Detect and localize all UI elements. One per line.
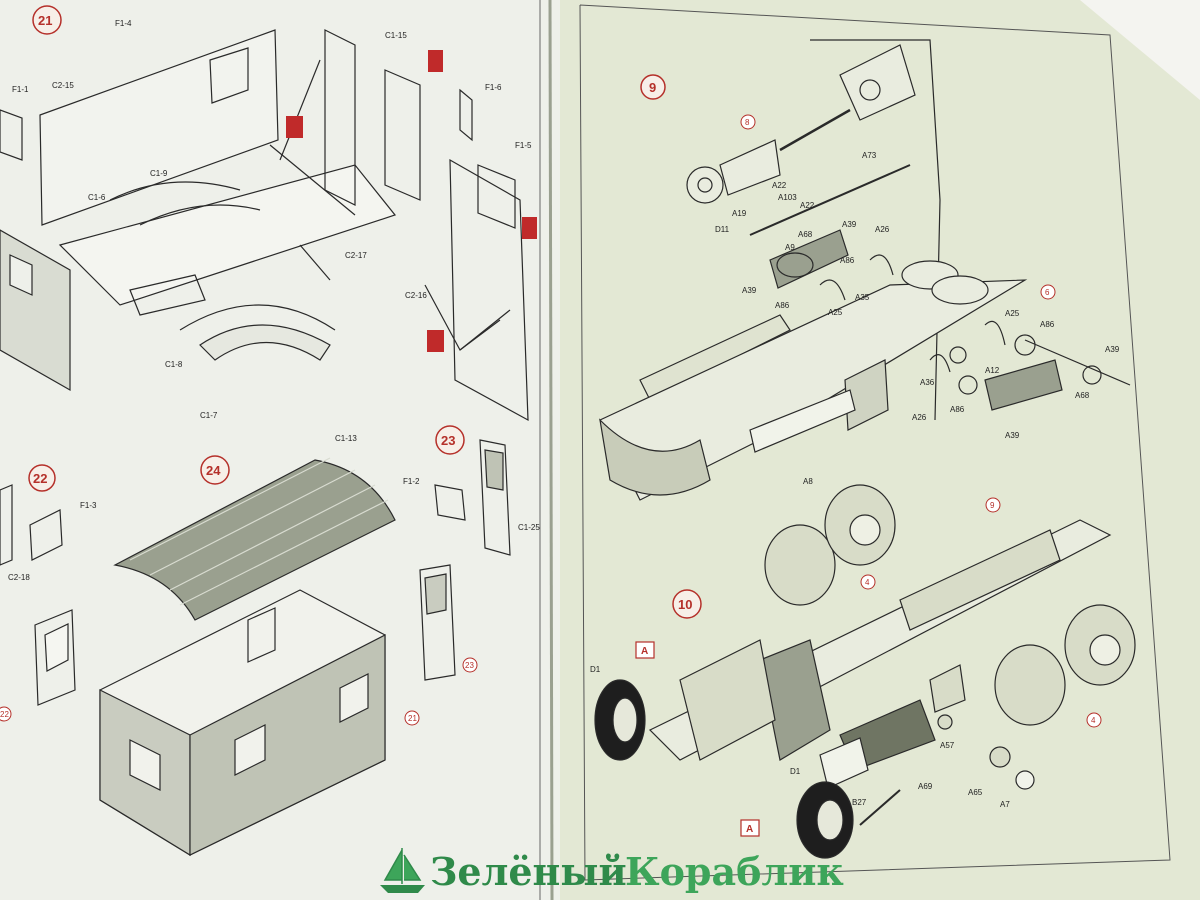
label-f1-5: F1-5 bbox=[515, 141, 532, 150]
label-a68-2: A68 bbox=[1075, 391, 1090, 400]
callout-markers bbox=[635, 641, 760, 837]
page-corner bbox=[1080, 0, 1200, 100]
label-d11: D11 bbox=[715, 225, 730, 234]
label-d1-1: D1 bbox=[590, 665, 601, 674]
label-f1-6: F1-6 bbox=[485, 83, 502, 92]
callout-a-2: A bbox=[746, 824, 753, 835]
label-a9: A9 bbox=[785, 243, 795, 252]
watermark-logo: Зелёный Кораблик bbox=[380, 848, 844, 894]
callout-letters: A A bbox=[641, 646, 753, 835]
step-9 bbox=[599, 39, 1131, 501]
label-c2-18: C2-18 bbox=[8, 573, 30, 582]
label-c2-15: C2-15 bbox=[52, 81, 74, 90]
step-22 bbox=[0, 484, 76, 706]
step-number-21: 21 bbox=[38, 13, 52, 28]
label-a86-1: A86 bbox=[840, 256, 855, 265]
label-a86-4: A86 bbox=[950, 405, 965, 414]
step-numbers: 21 22 24 23 9 10 bbox=[33, 13, 692, 612]
part-labels-step-21: F1-4 F1-1 C2-15 C1-15 F1-6 F1-5 C1-9 C1-… bbox=[12, 19, 532, 420]
label-b27: B27 bbox=[852, 798, 867, 807]
right-page-frame bbox=[579, 4, 1171, 881]
step-21-markers bbox=[286, 50, 537, 352]
ref-4a: 4 bbox=[865, 578, 870, 587]
ref-21: 21 bbox=[408, 714, 417, 723]
step-number-23: 23 bbox=[441, 433, 455, 448]
label-a22-2: A22 bbox=[800, 201, 815, 210]
step-24 bbox=[99, 457, 456, 857]
callout-a-1: A bbox=[641, 646, 648, 657]
part-labels-step-10: A8 D1 D1 A57 A65 A7 A69 B27 bbox=[590, 477, 1010, 809]
label-a39-1: A39 bbox=[842, 220, 857, 229]
label-c1-25: C1-25 bbox=[518, 523, 540, 532]
label-d1-2: D1 bbox=[790, 767, 801, 776]
label-a7: A7 bbox=[1000, 800, 1010, 809]
page-gutter bbox=[548, 0, 554, 900]
label-c1-6: C1-6 bbox=[88, 193, 106, 202]
step-number-22: 22 bbox=[33, 471, 47, 486]
label-a35: A35 bbox=[855, 293, 870, 302]
label-a36: A36 bbox=[920, 378, 935, 387]
label-a73-1: A73 bbox=[862, 151, 877, 160]
label-c2-16: C2-16 bbox=[405, 291, 427, 300]
label-c1-15: C1-15 bbox=[385, 31, 407, 40]
label-a39-4: A39 bbox=[1005, 431, 1020, 440]
ref-4b: 4 bbox=[1091, 716, 1096, 725]
ref-22: 22 bbox=[0, 710, 9, 719]
label-a8: A8 bbox=[803, 477, 813, 486]
label-a103: A103 bbox=[778, 193, 797, 202]
watermark-word-2: Кораблик bbox=[625, 849, 844, 894]
label-a25-2: A25 bbox=[1005, 309, 1020, 318]
step-number-24: 24 bbox=[206, 463, 221, 478]
label-a26-1: A26 bbox=[875, 225, 890, 234]
step-badges bbox=[28, 5, 702, 619]
label-a26-2: A26 bbox=[912, 413, 927, 422]
label-a57: A57 bbox=[940, 741, 955, 750]
label-a12: A12 bbox=[985, 366, 1000, 375]
label-f1-4: F1-4 bbox=[115, 19, 132, 28]
ref-9: 9 bbox=[990, 501, 995, 510]
ref-23: 23 bbox=[465, 661, 474, 670]
part-labels-step-22-24-23: F1-3 C2-18 C1-13 F1-2 C1-25 bbox=[8, 434, 540, 582]
step-10 bbox=[648, 519, 1112, 826]
label-a39-3: A39 bbox=[1105, 345, 1120, 354]
label-a19: A19 bbox=[732, 209, 747, 218]
label-a68-1: A68 bbox=[798, 230, 813, 239]
label-c1-8: C1-8 bbox=[165, 360, 183, 369]
watermark-word-1: Зелёный bbox=[430, 849, 627, 894]
step-21 bbox=[0, 29, 529, 422]
step-10-wheels bbox=[594, 484, 1136, 859]
label-a69: A69 bbox=[918, 782, 933, 791]
label-c1-7: C1-7 bbox=[200, 411, 218, 420]
label-c2-17: C2-17 bbox=[345, 251, 367, 260]
label-c1-9: C1-9 bbox=[150, 169, 168, 178]
label-f1-2: F1-2 bbox=[403, 477, 420, 486]
label-a25-1: A25 bbox=[828, 308, 843, 317]
label-a65: A65 bbox=[968, 788, 983, 797]
label-a22-1: A22 bbox=[772, 181, 787, 190]
part-labels-step-9: A73 A22 A103 A22 A68 A19 D11 A9 A39 A86 … bbox=[715, 151, 1120, 440]
label-a39-2: A39 bbox=[742, 286, 757, 295]
ref-8: 8 bbox=[745, 118, 750, 127]
label-c1-13: C1-13 bbox=[335, 434, 357, 443]
ref-badges bbox=[0, 114, 1102, 728]
step-23 bbox=[434, 439, 511, 556]
ref-6: 6 bbox=[1045, 288, 1050, 297]
label-f1-1: F1-1 bbox=[12, 85, 29, 94]
label-a86-3: A86 bbox=[1040, 320, 1055, 329]
step-number-9: 9 bbox=[649, 80, 656, 95]
label-a86-2: A86 bbox=[775, 301, 790, 310]
step-number-10: 10 bbox=[678, 597, 692, 612]
ref-numbers: 8 6 9 4 4 23 21 22 bbox=[0, 118, 1096, 725]
label-f1-3: F1-3 bbox=[80, 501, 97, 510]
